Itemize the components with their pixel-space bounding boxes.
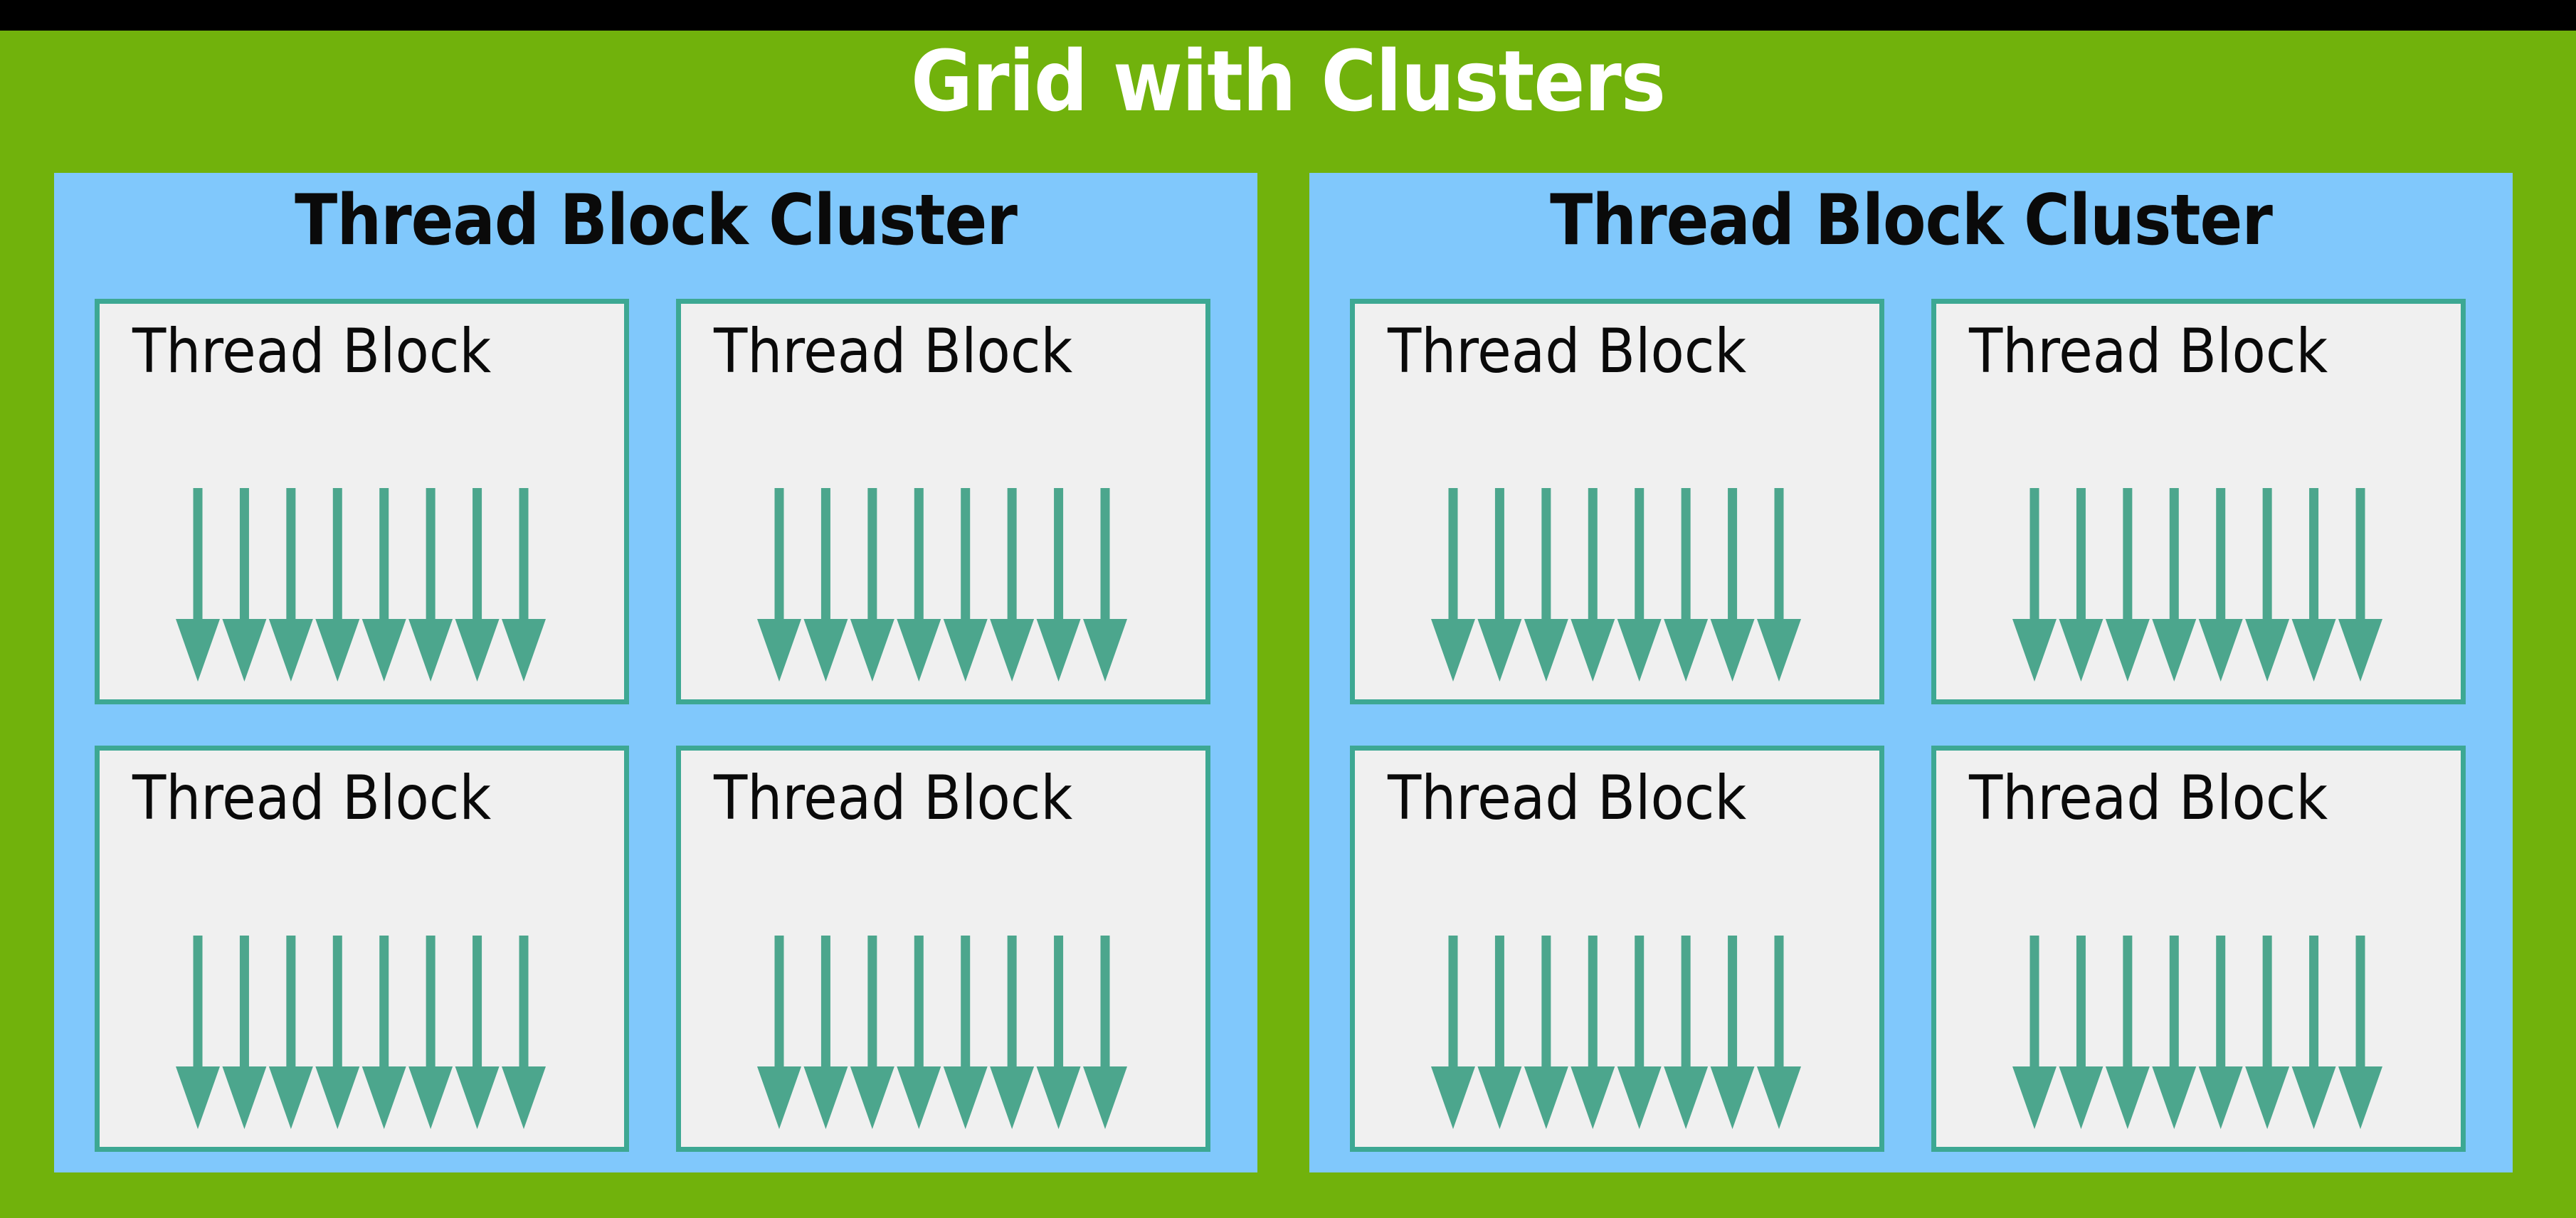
thread-block: Thread Block [1931, 299, 2466, 704]
thread-block: Thread Block [95, 746, 629, 1152]
thread-block: Thread Block [676, 299, 1210, 704]
thread-block: Thread Block [1350, 299, 1884, 704]
down-arrow-icon [1431, 488, 1801, 682]
thread-arrows [757, 936, 1127, 1129]
thread-arrows [2012, 488, 2382, 682]
grid-title: Grid with Clusters [911, 32, 1666, 130]
thread-block: Thread Block [676, 746, 1210, 1152]
thread-arrows [176, 488, 546, 682]
thread-block-label: Thread Block [714, 763, 1073, 834]
letterbox-bar [0, 0, 2576, 31]
thread-block-cluster-1: Thread Block Cluster Thread Block Thread… [54, 173, 1257, 1172]
thread-block-label: Thread Block [714, 316, 1073, 387]
thread-arrows [1431, 936, 1801, 1129]
thread-block-label: Thread Block [132, 763, 492, 834]
thread-arrows [2012, 936, 2382, 1129]
thread-block-label: Thread Block [1388, 763, 1747, 834]
cluster-title: Thread Block Cluster [1550, 180, 2273, 261]
thread-arrows [176, 936, 546, 1129]
down-arrow-icon [2012, 936, 2382, 1129]
down-arrow-icon [176, 936, 546, 1129]
thread-block: Thread Block [95, 299, 629, 704]
block-grid: Thread Block Thread Block Thread Block T… [95, 299, 1217, 1152]
down-arrow-icon [1431, 936, 1801, 1129]
thread-block-label: Thread Block [1969, 316, 2328, 387]
thread-block: Thread Block [1350, 746, 1884, 1152]
block-grid: Thread Block Thread Block Thread Block T… [1350, 299, 2472, 1152]
thread-arrows [757, 488, 1127, 682]
thread-block-label: Thread Block [1388, 316, 1747, 387]
cluster-title: Thread Block Cluster [295, 180, 1018, 261]
thread-arrows [1431, 488, 1801, 682]
thread-block-cluster-2: Thread Block Cluster Thread Block Thread… [1309, 173, 2513, 1172]
grid-region: Grid with Clusters Thread Block Cluster … [0, 31, 2576, 1218]
down-arrow-icon [176, 488, 546, 682]
thread-block-label: Thread Block [1969, 763, 2328, 834]
down-arrow-icon [757, 936, 1127, 1129]
down-arrow-icon [2012, 488, 2382, 682]
down-arrow-icon [757, 488, 1127, 682]
thread-block: Thread Block [1931, 746, 2466, 1152]
thread-block-label: Thread Block [132, 316, 492, 387]
